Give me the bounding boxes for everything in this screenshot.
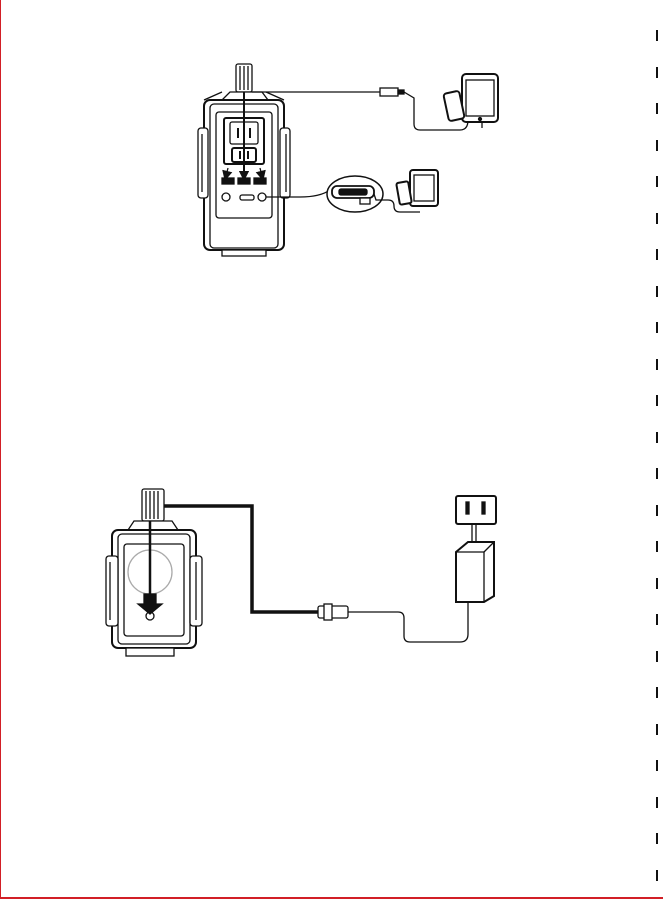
- power-station-back: [106, 489, 202, 656]
- usb-charging-diagram: [198, 64, 498, 256]
- ac-adapter: [456, 524, 494, 612]
- power-station-front: [198, 64, 290, 256]
- wall-charging-diagram: [106, 489, 496, 656]
- wall-outlet: [456, 496, 496, 524]
- tablet-and-phone-icon: [443, 74, 498, 128]
- charging-cable: [164, 506, 468, 642]
- tablet-and-phone-icon-2: [396, 170, 438, 206]
